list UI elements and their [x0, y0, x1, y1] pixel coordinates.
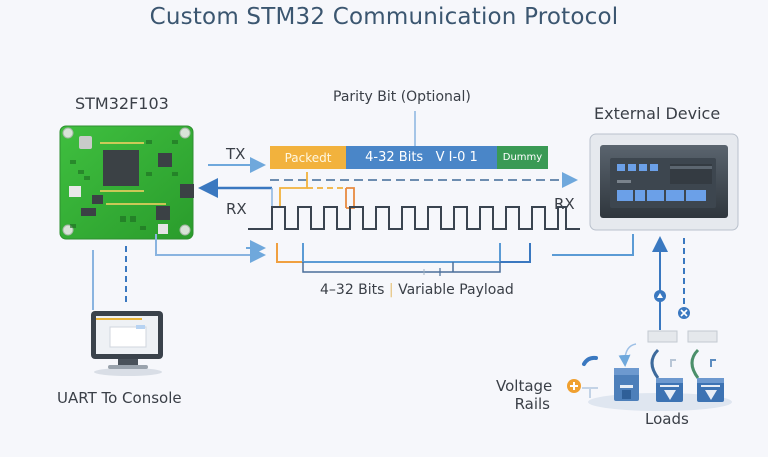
- payload-note: 4–32 Bits | Variable Payload: [320, 282, 514, 298]
- rx-left-label: RX: [226, 200, 247, 218]
- console-label: UART To Console: [57, 389, 182, 407]
- frame-payload-label: 4-32 Bits V I-0 1: [365, 150, 478, 165]
- rx-right-label: RX: [554, 195, 575, 213]
- diagram-title: Custom STM32 Communication Protocol: [149, 4, 619, 30]
- console-monitor-icon: [91, 311, 163, 376]
- frame-segment-payload: 4-32 Bits V I-0 1: [346, 146, 497, 169]
- bracket-end: [500, 243, 531, 263]
- rx-square-wave: [248, 206, 580, 230]
- payload-separator: |: [388, 282, 394, 298]
- payload-desc-text: Variable Payload: [398, 282, 514, 298]
- bus-to-device-line: [552, 234, 634, 256]
- voltage-rails-line2: Rails: [514, 395, 550, 413]
- frame-segment-header: Packedt: [270, 146, 346, 169]
- payload-bits-text: 4–32 Bits: [320, 282, 385, 298]
- tx-label: TX: [226, 145, 246, 163]
- voltage-rails-line1: Voltage: [496, 377, 553, 395]
- parity-bit-label: Parity Bit (Optional): [333, 89, 471, 105]
- frame-header-label: Packedt: [284, 150, 332, 165]
- loads-cluster-icon: [588, 330, 732, 411]
- mcu-to-bus-arrow: [155, 234, 266, 263]
- stm32-board-icon: [59, 125, 194, 240]
- voltage-rails-icon: [567, 355, 598, 398]
- voltage-rails-label: Voltage Rails: [496, 377, 552, 413]
- external-device-label: External Device: [594, 104, 721, 123]
- external-device-icon: [589, 133, 739, 231]
- frame-dummy-label: Dummy: [502, 152, 543, 163]
- mcu-label: STM32F103: [75, 94, 169, 113]
- frame-segment-dummy: Dummy: [497, 146, 548, 169]
- loads-label: Loads: [645, 410, 689, 428]
- bracket-start: [276, 243, 303, 263]
- bracket-payload: [302, 243, 501, 263]
